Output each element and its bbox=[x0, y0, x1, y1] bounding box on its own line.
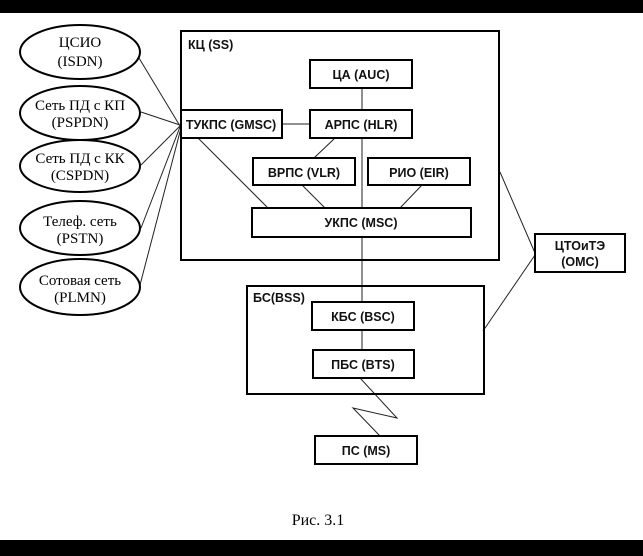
external-network-isdn: ЦСИО (ISDN) bbox=[19, 24, 141, 80]
node-label-line1: ЦТОиТЭ bbox=[555, 239, 605, 253]
link-isdn-gmsc bbox=[138, 57, 181, 127]
node-gmsc: ТУКПС (GMSC) bbox=[180, 109, 283, 139]
ellipse-shape bbox=[19, 24, 141, 80]
connection-lines bbox=[138, 57, 536, 437]
ellipse-shape bbox=[19, 258, 141, 316]
external-network-cspdn: Сеть ПД с КК (CSPDN) bbox=[19, 139, 141, 193]
ellipse-shape bbox=[19, 200, 141, 256]
node-box bbox=[309, 109, 413, 139]
node-label: УКПС (MSC) bbox=[325, 216, 398, 230]
node-label: ПС (MS) bbox=[342, 444, 391, 458]
node-label: АРПС (HLR) bbox=[325, 118, 398, 132]
network-name: Телеф. сеть bbox=[43, 214, 117, 230]
node-box bbox=[252, 157, 356, 186]
node-box bbox=[367, 157, 471, 186]
diagram-page: ЦСИО (ISDN) Сеть ПД с КП (PSPDN) Сеть ПД… bbox=[0, 13, 643, 540]
node-box bbox=[309, 59, 413, 89]
node-bsc: КБС (BSC) bbox=[311, 301, 415, 331]
node-label: ПБС (BTS) bbox=[331, 358, 395, 372]
node-msc: УКПС (MSC) bbox=[251, 207, 472, 238]
node-box bbox=[534, 233, 626, 273]
radio-link-bts-ms bbox=[351, 377, 399, 437]
node-bts: ПБС (BTS) bbox=[312, 349, 415, 379]
link-ss-omc bbox=[499, 171, 536, 254]
node-box bbox=[180, 109, 283, 139]
node-label: КБС (BSC) bbox=[331, 310, 395, 324]
link-hlr-vlr bbox=[313, 137, 336, 159]
external-network-plmn: Сотовая сеть (PLMN) bbox=[19, 258, 141, 316]
network-abbr: (PSTN) bbox=[57, 231, 104, 247]
external-network-pstn: Телеф. сеть (PSTN) bbox=[19, 200, 141, 256]
node-label-line2: (OMC) bbox=[561, 255, 599, 269]
link-cspdn-gmsc bbox=[140, 125, 181, 166]
network-abbr: (ISDN) bbox=[58, 54, 103, 70]
network-abbr: (PLMN) bbox=[54, 290, 106, 306]
node-box bbox=[311, 301, 415, 331]
switching-subsystem-label: КЦ (SS) bbox=[188, 38, 233, 52]
node-omc: ЦТОиТЭ (OMC) bbox=[534, 233, 626, 273]
network-name: Сотовая сеть bbox=[39, 273, 121, 289]
link-eir-msc bbox=[399, 184, 423, 209]
node-label: ВРПС (VLR) bbox=[268, 166, 340, 180]
link-pspdn-gmsc bbox=[140, 111, 181, 126]
figure-caption: Рис. 3.1 bbox=[292, 512, 345, 529]
node-box bbox=[251, 207, 472, 238]
node-label: ЦА (AUC) bbox=[332, 68, 389, 82]
link-gmsc-msc bbox=[197, 137, 269, 209]
switching-subsystem-container bbox=[180, 30, 500, 261]
network-name: Сеть ПД с КП bbox=[35, 98, 125, 114]
node-label: ТУКПС (GMSC) bbox=[186, 118, 276, 132]
link-vlr-msc bbox=[301, 184, 326, 209]
network-abbr: (CSPDN) bbox=[51, 168, 109, 184]
node-label: РИО (EIR) bbox=[389, 166, 449, 180]
node-auc: ЦА (AUC) bbox=[309, 59, 413, 89]
node-eir: РИО (EIR) bbox=[367, 157, 471, 186]
external-network-pspdn: Сеть ПД с КП (PSPDN) bbox=[19, 85, 141, 141]
base-station-subsystem-label: БС(BSS) bbox=[253, 291, 305, 305]
network-name: ЦСИО bbox=[59, 35, 102, 51]
network-name: Сеть ПД с КК bbox=[35, 151, 125, 167]
node-vlr: ВРПС (VLR) bbox=[252, 157, 356, 186]
link-bss-omc bbox=[482, 254, 536, 332]
node-hlr: АРПС (HLR) bbox=[309, 109, 413, 139]
network-abbr: (PSPDN) bbox=[52, 115, 109, 131]
base-station-subsystem-container bbox=[246, 285, 485, 395]
node-ms: ПС (MS) bbox=[314, 435, 418, 465]
link-plmn-gmsc bbox=[139, 127, 182, 286]
node-box bbox=[314, 435, 418, 465]
link-pstn-gmsc bbox=[140, 126, 181, 229]
network-architecture-diagram: ЦСИО (ISDN) Сеть ПД с КП (PSPDN) Сеть ПД… bbox=[19, 24, 626, 529]
ellipse-shape bbox=[19, 139, 141, 193]
node-box bbox=[312, 349, 415, 379]
